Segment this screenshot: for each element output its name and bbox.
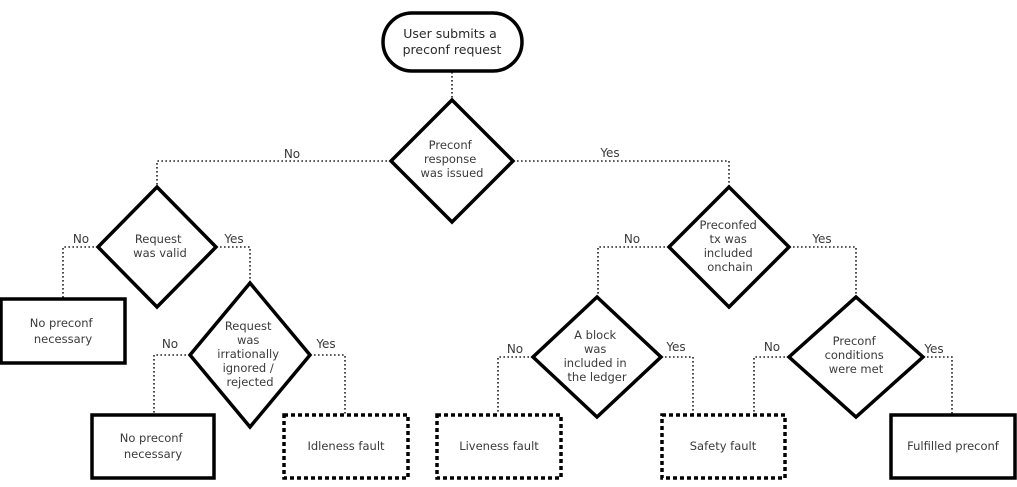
outcome-line: No preconf	[120, 431, 184, 445]
outcome-no-preconf-necessary: No preconf necessary	[0, 297, 127, 365]
edge-label-onchain-no: No	[624, 232, 640, 246]
outcome-shape	[889, 413, 1017, 480]
outcome-shape	[90, 413, 216, 480]
decision-label: Request was irrationally ignored / rejec…	[217, 319, 282, 389]
connector-valid-no	[62, 246, 98, 298]
outcome-label: Liveness fault	[459, 439, 539, 453]
decision-label: A block was included in the ledger	[564, 328, 631, 384]
connector-issued-yes	[513, 160, 730, 187]
decision-line: tx was	[709, 232, 746, 246]
edge-label-ignored-yes: Yes	[315, 337, 335, 351]
decision-line: onchain	[707, 260, 752, 274]
decision-line: Request	[135, 232, 182, 246]
outcome-line: Liveness fault	[459, 439, 539, 453]
outcome-shape	[282, 413, 410, 480]
start-node-shape	[381, 11, 524, 73]
decision-line: ignored /	[223, 361, 274, 375]
outcome-line: No preconf	[30, 316, 94, 330]
outcome-line: necessary	[34, 332, 93, 346]
edge-label-block-no: No	[507, 342, 523, 356]
connector-valid-yes	[216, 246, 251, 283]
edge-label-conditions-yes: Yes	[923, 342, 943, 356]
edge-label-issued-yes: Yes	[599, 146, 619, 160]
decision-line: conditions	[825, 348, 884, 362]
decision-line: were met	[829, 362, 884, 376]
decision-shape	[187, 280, 313, 430]
decision-conditions-met: Preconf conditions were met	[786, 294, 926, 420]
outcome-label: Idleness fault	[307, 439, 385, 453]
decision-line: response	[424, 152, 476, 166]
decision-shape	[95, 184, 219, 310]
decision-response-issued: Preconf response was issued	[388, 97, 516, 225]
edge-label-onchain-yes: Yes	[811, 232, 831, 246]
decision-label: Preconfed tx was included onchain	[699, 218, 760, 274]
decision-line: A block	[574, 328, 616, 342]
decision-line: Preconf	[833, 334, 877, 348]
outcome-line: necessary	[124, 447, 183, 461]
start-node: User submits a preconf request	[381, 11, 524, 73]
edge-label-valid-no: No	[73, 232, 89, 246]
outcome-idleness-fault: Idleness fault	[282, 413, 410, 480]
connector-onchain-yes	[789, 246, 857, 297]
start-node-line: preconf request	[403, 42, 502, 57]
outcome-shape	[660, 413, 787, 480]
outcome-no-preconf-necessary: No preconf necessary	[90, 413, 216, 480]
decision-line: irrationally	[217, 347, 279, 361]
decision-line: was valid	[133, 246, 187, 260]
connector-block-no	[497, 356, 533, 414]
outcome-line: Idleness fault	[307, 439, 385, 453]
connector-issued-no	[156, 160, 391, 187]
outcome-shape	[0, 297, 127, 365]
decision-line: included in	[564, 356, 627, 370]
decision-line: was	[584, 342, 606, 356]
start-node-label: User submits a preconf request	[403, 26, 502, 57]
decision-shape	[786, 294, 926, 420]
outcome-label: Fulfilled preconf	[907, 439, 1000, 453]
edge-label-block-yes: Yes	[665, 340, 685, 354]
connector-onchain-no	[597, 246, 669, 297]
decision-line: Preconf	[429, 138, 473, 152]
connector-block-yes	[661, 356, 694, 414]
decision-shape	[530, 294, 664, 420]
decision-block-included: A block was included in the ledger	[530, 294, 664, 420]
decision-line: included	[704, 246, 753, 260]
decision-line: was issued	[421, 166, 484, 180]
outcome-shape	[435, 413, 563, 480]
edge-label-ignored-no: No	[162, 337, 178, 351]
decision-request-valid: Request was valid	[95, 184, 219, 310]
outcome-label: Safety fault	[690, 439, 757, 453]
decision-line: the ledger	[567, 370, 626, 384]
outcome-label: No preconf necessary	[30, 316, 97, 346]
decision-line: rejected	[226, 375, 273, 389]
edge-label-issued-no: No	[284, 147, 300, 161]
edge-label-conditions-no: No	[764, 340, 780, 354]
connector-conditions-no	[753, 356, 789, 414]
connector-ignored-no	[153, 354, 190, 414]
edge-labels: No Yes No Yes No Yes No Yes No Yes No Ye…	[73, 146, 944, 356]
connector-ignored-yes	[310, 354, 346, 414]
decision-request-ignored: Request was irrationally ignored / rejec…	[187, 280, 313, 430]
outcome-liveness-fault: Liveness fault	[435, 413, 563, 480]
outcome-label: No preconf necessary	[120, 431, 187, 461]
decision-label: Request was valid	[133, 232, 187, 260]
decision-shape	[666, 184, 792, 310]
decision-label: Preconf conditions were met	[825, 334, 888, 376]
decision-tx-onchain: Preconfed tx was included onchain	[666, 184, 792, 310]
decision-label: Preconf response was issued	[421, 138, 484, 180]
connectors	[62, 72, 953, 414]
decision-line: was	[237, 333, 259, 347]
decision-shape	[388, 97, 516, 225]
edge-label-valid-yes: Yes	[223, 232, 243, 246]
decision-line: Request	[225, 319, 272, 333]
outcome-line: Fulfilled preconf	[907, 439, 1000, 453]
connector-conditions-yes	[923, 356, 953, 414]
decision-line: Preconfed	[699, 218, 756, 232]
start-node-line: User submits a	[403, 26, 497, 41]
outcome-line: Safety fault	[690, 439, 757, 453]
outcome-safety-fault: Safety fault	[660, 413, 787, 480]
outcome-fulfilled-preconf: Fulfilled preconf	[889, 413, 1017, 480]
